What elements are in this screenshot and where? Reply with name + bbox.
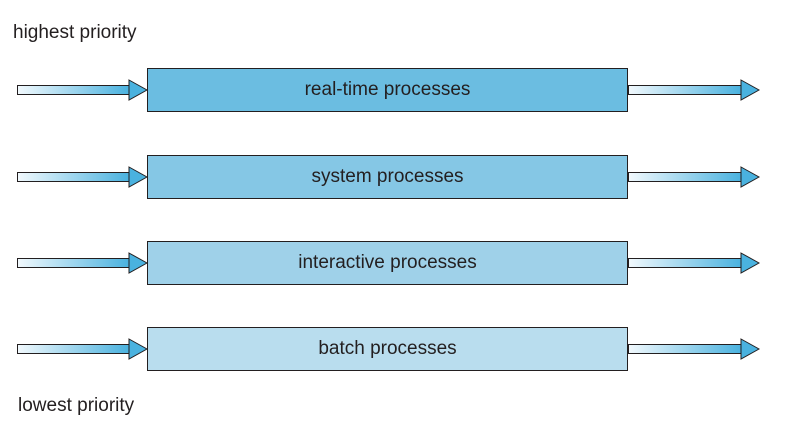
queue-label: interactive processes: [298, 252, 477, 273]
arrow-right-icon: [628, 338, 761, 360]
queue-row: real-time processes: [0, 68, 808, 114]
queue-box: batch processes: [147, 327, 628, 371]
queue-label: real-time processes: [304, 79, 471, 100]
queue-row: interactive processes: [0, 241, 808, 287]
queue-label: system processes: [311, 166, 464, 187]
arrow-right-icon: [17, 338, 149, 360]
queue-row: batch processes: [0, 327, 808, 373]
highest-priority-label: highest priority: [13, 22, 137, 43]
arrow-right-icon: [17, 79, 149, 101]
queue-box: real-time processes: [147, 68, 628, 112]
arrow-right-icon: [628, 252, 761, 274]
arrow-right-icon: [628, 166, 761, 188]
queue-row: system processes: [0, 155, 808, 201]
arrow-right-icon: [17, 166, 149, 188]
arrow-right-icon: [628, 79, 761, 101]
queue-box: interactive processes: [147, 241, 628, 285]
lowest-priority-label: lowest priority: [18, 395, 135, 416]
queue-label: batch processes: [318, 338, 457, 359]
arrow-right-icon: [17, 252, 149, 274]
queue-box: system processes: [147, 155, 628, 199]
